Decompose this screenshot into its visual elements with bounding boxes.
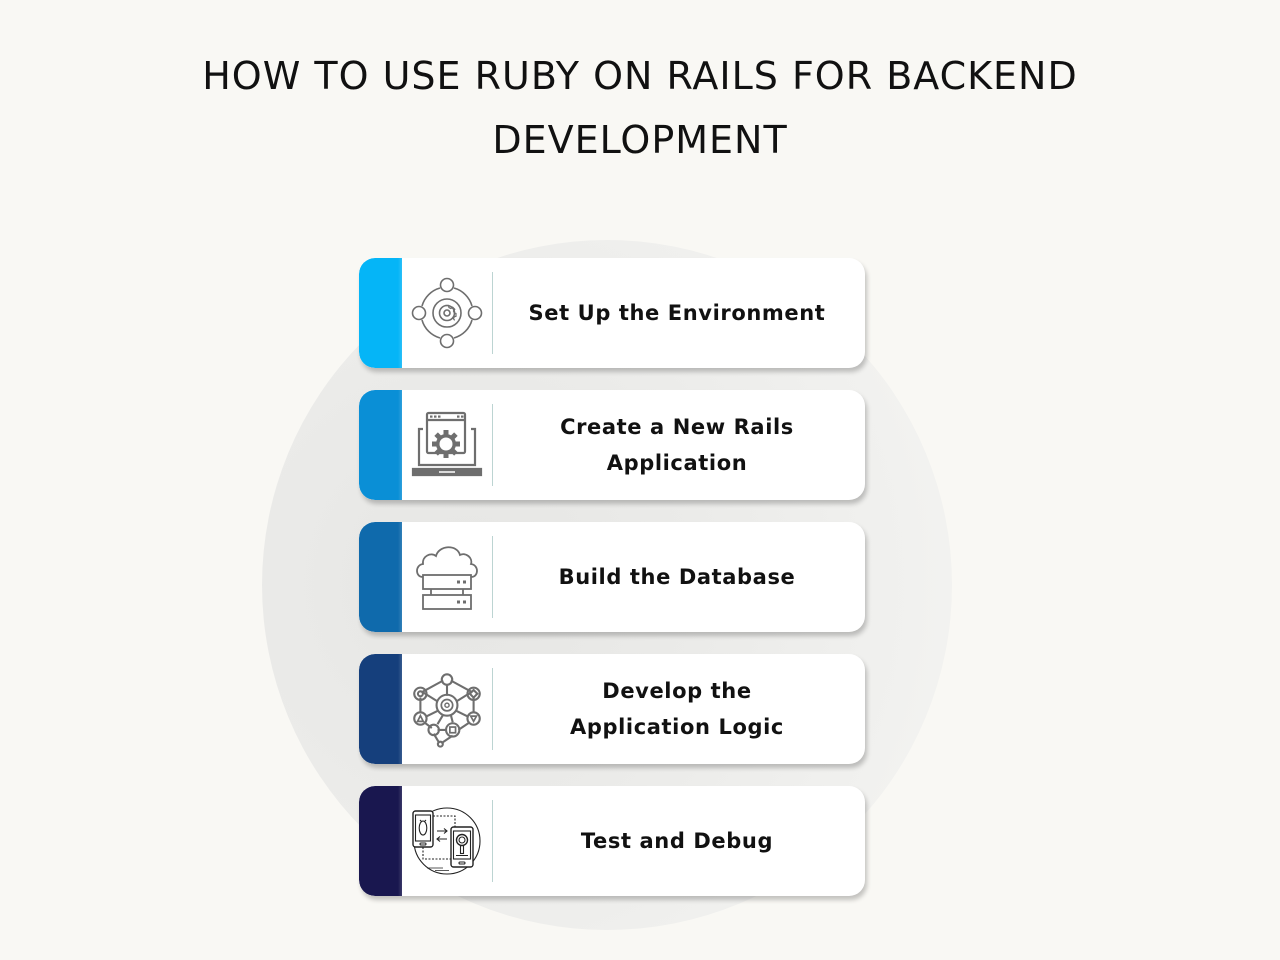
step-accent-bar xyxy=(359,522,402,632)
laptop-gear-icon xyxy=(409,405,485,485)
bug-test-icon xyxy=(409,801,485,881)
step-label-line: Create a New Rails xyxy=(560,415,794,439)
gear-network-icon xyxy=(409,273,485,353)
step-label: Create a New Rails Application xyxy=(499,390,855,500)
cloud-server-icon xyxy=(409,537,485,617)
step-label-line: Test and Debug xyxy=(580,829,774,853)
step-label: Set Up the Environment xyxy=(499,258,855,368)
step-label-line: Develop the xyxy=(602,679,752,703)
step-divider xyxy=(492,404,493,486)
step-card-build-database: Build the Database xyxy=(359,522,865,632)
step-label: Develop the Application Logic xyxy=(499,654,855,764)
step-accent-bar xyxy=(359,258,402,368)
step-card-develop-logic: Develop the Application Logic xyxy=(359,654,865,764)
step-label: Build the Database xyxy=(499,522,855,632)
step-divider xyxy=(492,668,493,750)
title-line-2: DEVELOPMENT xyxy=(492,118,788,162)
page-title: HOW TO USE RUBY ON RAILS FOR BACKEND DEV… xyxy=(0,44,1280,172)
step-label-line: Application Logic xyxy=(570,715,784,739)
step-card-test-debug: Test and Debug xyxy=(359,786,865,896)
logic-network-icon xyxy=(409,669,485,749)
step-card-set-up-environment: Set Up the Environment xyxy=(359,258,865,368)
step-card-create-rails-app: Create a New Rails Application xyxy=(359,390,865,500)
step-accent-bar xyxy=(359,390,402,500)
step-label: Test and Debug xyxy=(499,786,855,896)
step-label-line: Build the Database xyxy=(558,565,796,589)
step-label-line: Application xyxy=(606,451,748,475)
step-divider xyxy=(492,536,493,618)
step-divider xyxy=(492,272,493,354)
steps-list: Set Up the Environment xyxy=(359,258,865,918)
step-accent-bar xyxy=(359,786,402,896)
step-accent-bar xyxy=(359,654,402,764)
step-divider xyxy=(492,800,493,882)
title-line-1: HOW TO USE RUBY ON RAILS FOR BACKEND xyxy=(202,54,1078,98)
step-label-line: Set Up the Environment xyxy=(528,301,826,325)
